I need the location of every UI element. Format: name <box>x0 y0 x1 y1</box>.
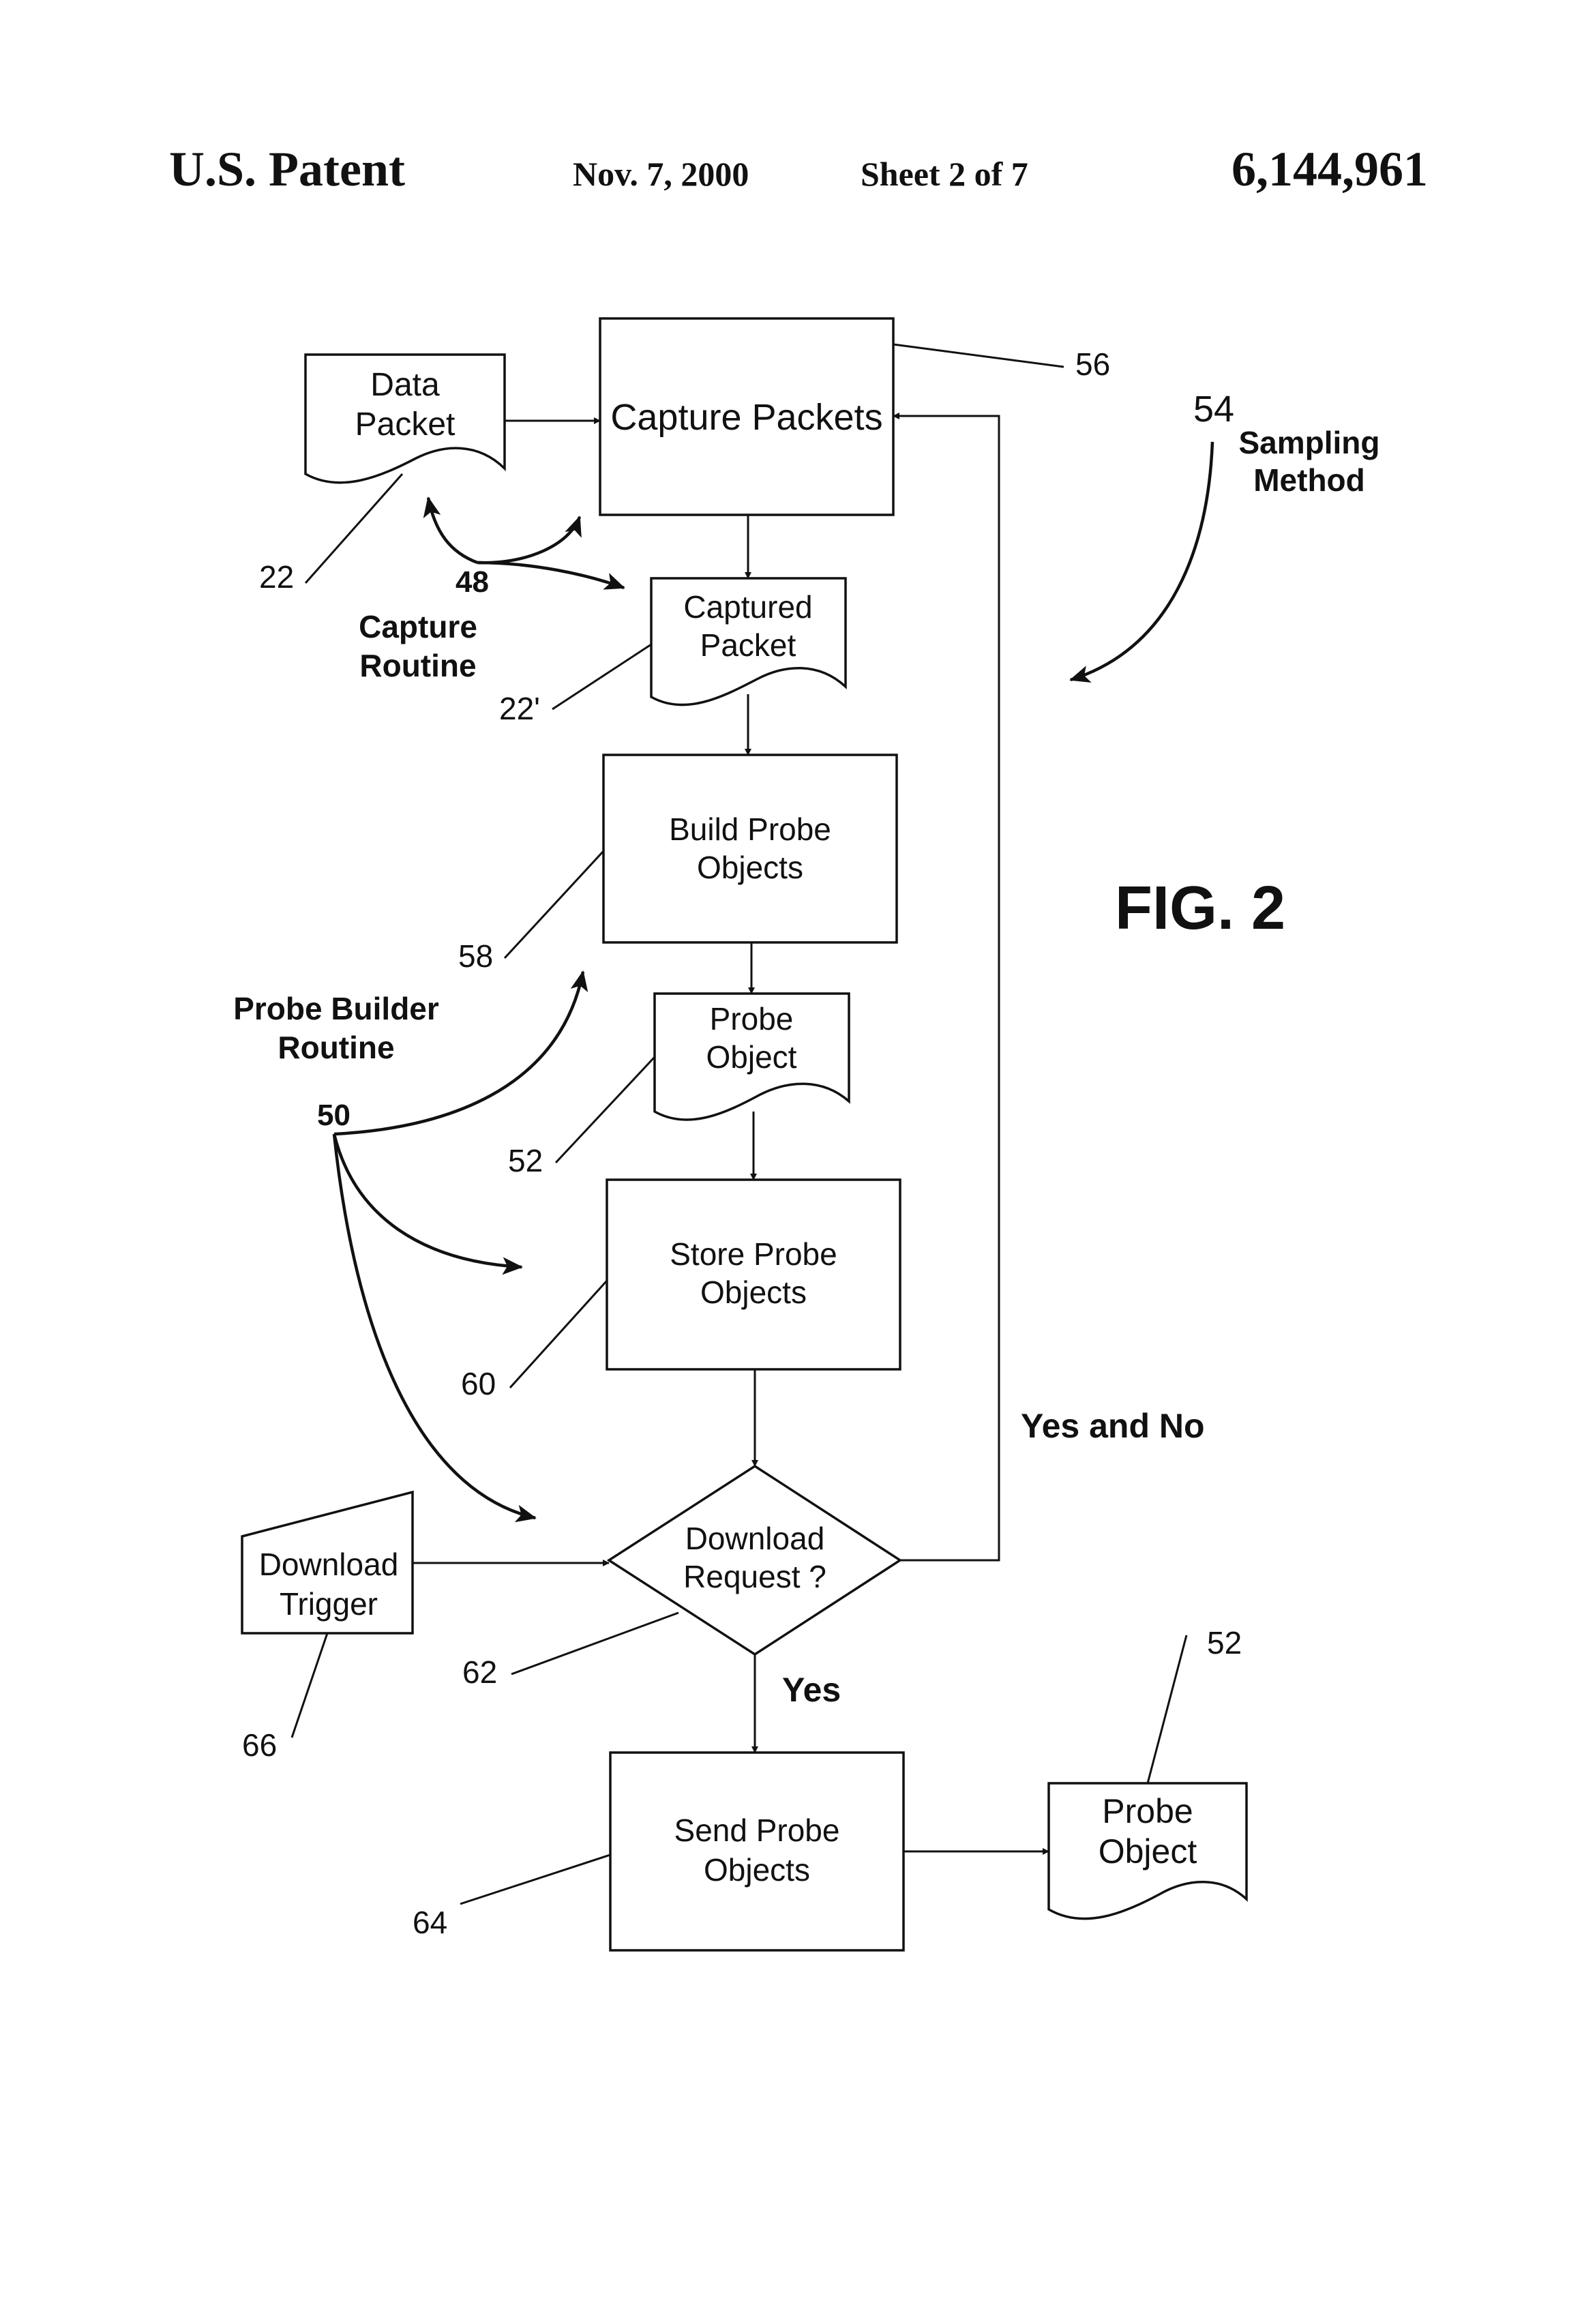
leader-line <box>1146 1635 1188 1784</box>
capture-routine-label: Routine <box>359 648 476 683</box>
node-label: Probe <box>1102 1792 1193 1830</box>
download-request-decision: Download Request ? <box>606 1464 903 1656</box>
capture-routine-arrow <box>477 516 582 565</box>
ref-numeral: 48 <box>456 565 489 599</box>
node-label: Captured <box>683 589 812 625</box>
node-label: Capture Packets <box>610 397 882 438</box>
build-probe-objects-node: Build Probe Objects <box>602 754 898 944</box>
ref-numeral: 22 <box>259 559 294 595</box>
node-label: Request ? <box>683 1559 826 1594</box>
node-label: Probe <box>710 1001 794 1037</box>
leader-line <box>290 1633 329 1738</box>
sampling-method-label: Method <box>1253 462 1365 498</box>
send-probe-objects-node: Send Probe Objects <box>609 1751 905 1952</box>
capture-packets-node: Capture Packets <box>599 317 895 516</box>
node-label: Download <box>259 1547 399 1582</box>
node-label: Objects <box>697 850 803 885</box>
leader-line <box>503 850 605 959</box>
download-trigger-node: Download Trigger <box>241 1490 414 1635</box>
node-label: Build Probe <box>669 811 831 847</box>
loop-back-arrow <box>893 413 1000 1562</box>
node-label: Packet <box>700 627 796 663</box>
leader-line <box>554 1056 656 1164</box>
figure-label: FIG. 2 <box>1115 874 1285 942</box>
capture-routine-arrow <box>423 496 478 565</box>
probe-object-output-node: Probe Object <box>1047 1782 1248 1920</box>
ref-numeral: 50 <box>317 1099 350 1132</box>
probe-object-node: Probe Object <box>653 992 850 1121</box>
ref-numeral: 22' <box>499 691 540 726</box>
ref-numeral: 58 <box>458 938 493 974</box>
yes-and-no-label: Yes and No <box>1021 1407 1205 1445</box>
ref-numeral: 64 <box>413 1905 447 1940</box>
sampling-method-arrow <box>1069 441 1214 683</box>
node-label: Packet <box>355 406 456 443</box>
ref-numeral: 62 <box>462 1654 497 1690</box>
probe-builder-routine-label: Probe Builder <box>233 991 439 1026</box>
ref-numeral: 66 <box>242 1727 277 1763</box>
node-label: Send Probe <box>674 1813 840 1848</box>
header-date: Nov. 7, 2000 <box>573 155 749 193</box>
header-sheet: Sheet 2 of 7 <box>861 155 1028 193</box>
ref-numeral: 60 <box>461 1366 496 1401</box>
leader-line <box>304 473 404 584</box>
header-left: U.S. Patent <box>169 142 405 196</box>
leader-line <box>511 1611 679 1675</box>
sampling-method-label: Sampling <box>1238 425 1379 460</box>
yes-label: Yes <box>782 1671 841 1709</box>
captured-packet-node: Captured Packet <box>650 577 847 706</box>
ref-numeral: 56 <box>1075 346 1110 382</box>
node-label: Data <box>370 367 440 403</box>
node-label: Object <box>1099 1832 1197 1871</box>
probe-builder-arrow <box>333 970 588 1136</box>
node-label: Trigger <box>280 1586 378 1622</box>
leader-line <box>509 1279 608 1389</box>
data-packet-node: Data Packet <box>304 353 506 484</box>
capture-routine-arrow <box>477 561 625 590</box>
probe-builder-arrow <box>332 1133 537 1523</box>
leader-line <box>893 343 1064 368</box>
node-label: Objects <box>704 1852 810 1888</box>
store-probe-objects-node: Store Probe Objects <box>606 1178 901 1371</box>
ref-numeral: 52 <box>1207 1625 1242 1660</box>
node-label: Store Probe <box>670 1236 837 1272</box>
leader-line <box>460 1853 611 1905</box>
node-label: Object <box>706 1039 797 1075</box>
capture-routine-label: Capture <box>359 609 477 644</box>
probe-builder-arrow <box>332 1133 523 1275</box>
node-label: Objects <box>700 1275 807 1310</box>
ref-numeral: 52 <box>508 1143 543 1178</box>
node-label: Download <box>685 1521 825 1556</box>
probe-builder-routine-label: Routine <box>278 1030 394 1065</box>
ref-numeral: 54 <box>1193 389 1234 430</box>
leader-line <box>552 643 652 711</box>
header-patent-number: 6,144,961 <box>1232 142 1428 196</box>
